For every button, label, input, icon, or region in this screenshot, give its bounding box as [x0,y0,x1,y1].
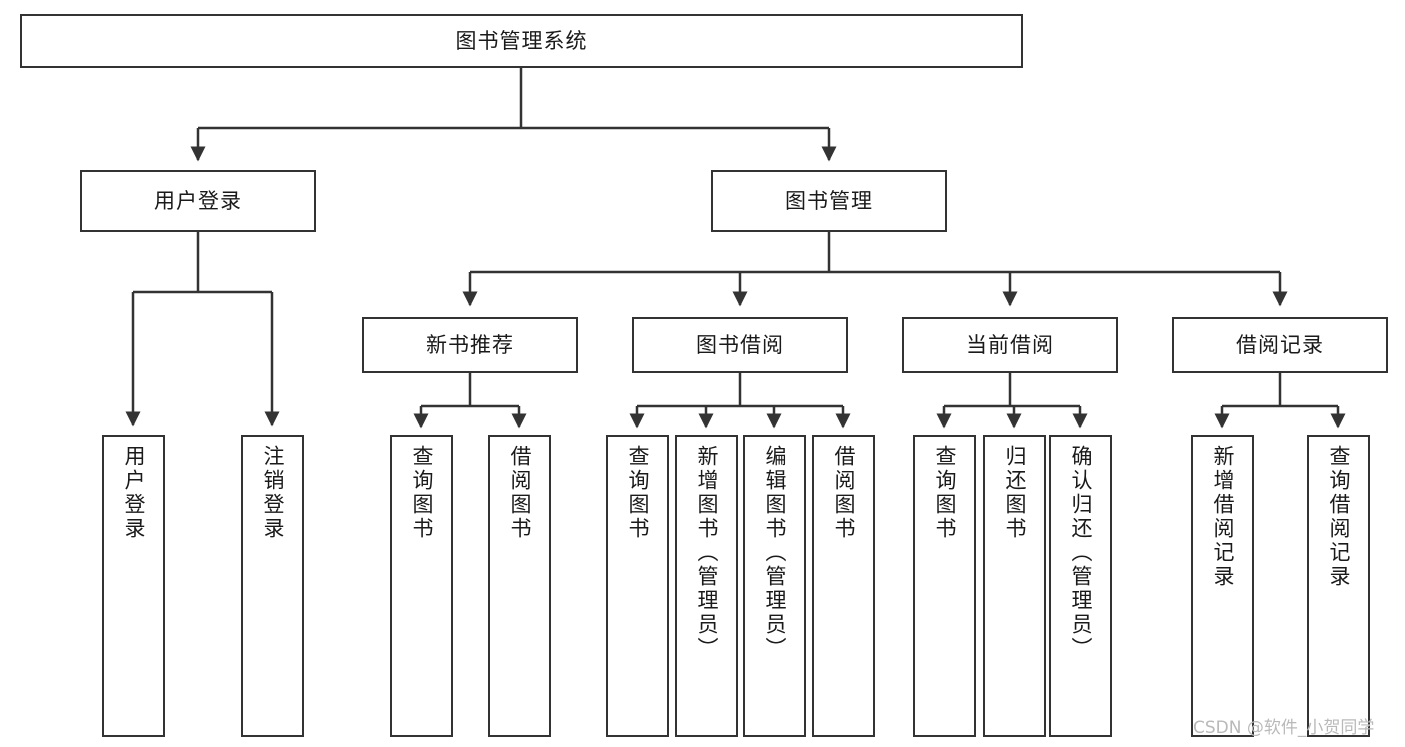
node-leaf-query-book-1[interactable]: 查询图书 [390,435,453,737]
node-book-borrow-label: 图书借阅 [696,332,784,357]
node-borrow-record[interactable]: 借阅记录 [1172,317,1388,373]
node-leaf-borrow-book-1-label: 借阅图书 [508,445,532,541]
node-leaf-query-book-2[interactable]: 查询图书 [606,435,669,737]
node-leaf-return-book-label: 归还图书 [1003,445,1027,541]
node-current-borrow-label: 当前借阅 [966,332,1054,357]
node-leaf-borrow-book-1[interactable]: 借阅图书 [488,435,551,737]
node-new-book-recommend-label: 新书推荐 [426,332,514,357]
node-current-borrow[interactable]: 当前借阅 [902,317,1118,373]
node-borrow-record-label: 借阅记录 [1236,332,1324,357]
node-new-book-recommend[interactable]: 新书推荐 [362,317,578,373]
node-leaf-borrow-book-2-label: 借阅图书 [832,445,856,541]
node-leaf-edit-book[interactable]: 编辑图书（管理员） [743,435,806,737]
node-leaf-query-record[interactable]: 查询借阅记录 [1307,435,1370,737]
node-leaf-user-logout[interactable]: 注销登录 [241,435,304,737]
node-leaf-user-logout-label: 注销登录 [261,445,285,541]
node-book-manage[interactable]: 图书管理 [711,170,947,232]
node-leaf-borrow-book-2[interactable]: 借阅图书 [812,435,875,737]
csdn-watermark: CSDN @软件_小贺同学 [1193,718,1375,738]
node-leaf-query-book-3[interactable]: 查询图书 [913,435,976,737]
node-user-login[interactable]: 用户登录 [80,170,316,232]
node-leaf-add-book-label: 新增图书（管理员） [695,445,719,661]
node-leaf-query-record-label: 查询借阅记录 [1327,445,1351,589]
node-leaf-return-book[interactable]: 归还图书 [983,435,1046,737]
node-book-borrow[interactable]: 图书借阅 [632,317,848,373]
node-root[interactable]: 图书管理系统 [20,14,1023,68]
node-leaf-query-book-2-label: 查询图书 [626,445,650,541]
node-leaf-confirm-return-label: 确认归还（管理员） [1069,445,1093,661]
node-leaf-confirm-return[interactable]: 确认归还（管理员） [1049,435,1112,737]
node-leaf-query-book-3-label: 查询图书 [933,445,957,541]
node-leaf-edit-book-label: 编辑图书（管理员） [763,445,787,661]
node-leaf-add-book[interactable]: 新增图书（管理员） [675,435,738,737]
node-leaf-user-login-label: 用户登录 [122,445,146,541]
node-book-manage-label: 图书管理 [785,188,873,213]
node-root-label: 图书管理系统 [455,28,588,53]
node-user-login-label: 用户登录 [154,188,242,213]
node-leaf-user-login[interactable]: 用户登录 [102,435,165,737]
node-leaf-add-record-label: 新增借阅记录 [1211,445,1235,589]
node-leaf-query-book-1-label: 查询图书 [410,445,434,541]
node-leaf-add-record[interactable]: 新增借阅记录 [1191,435,1254,737]
